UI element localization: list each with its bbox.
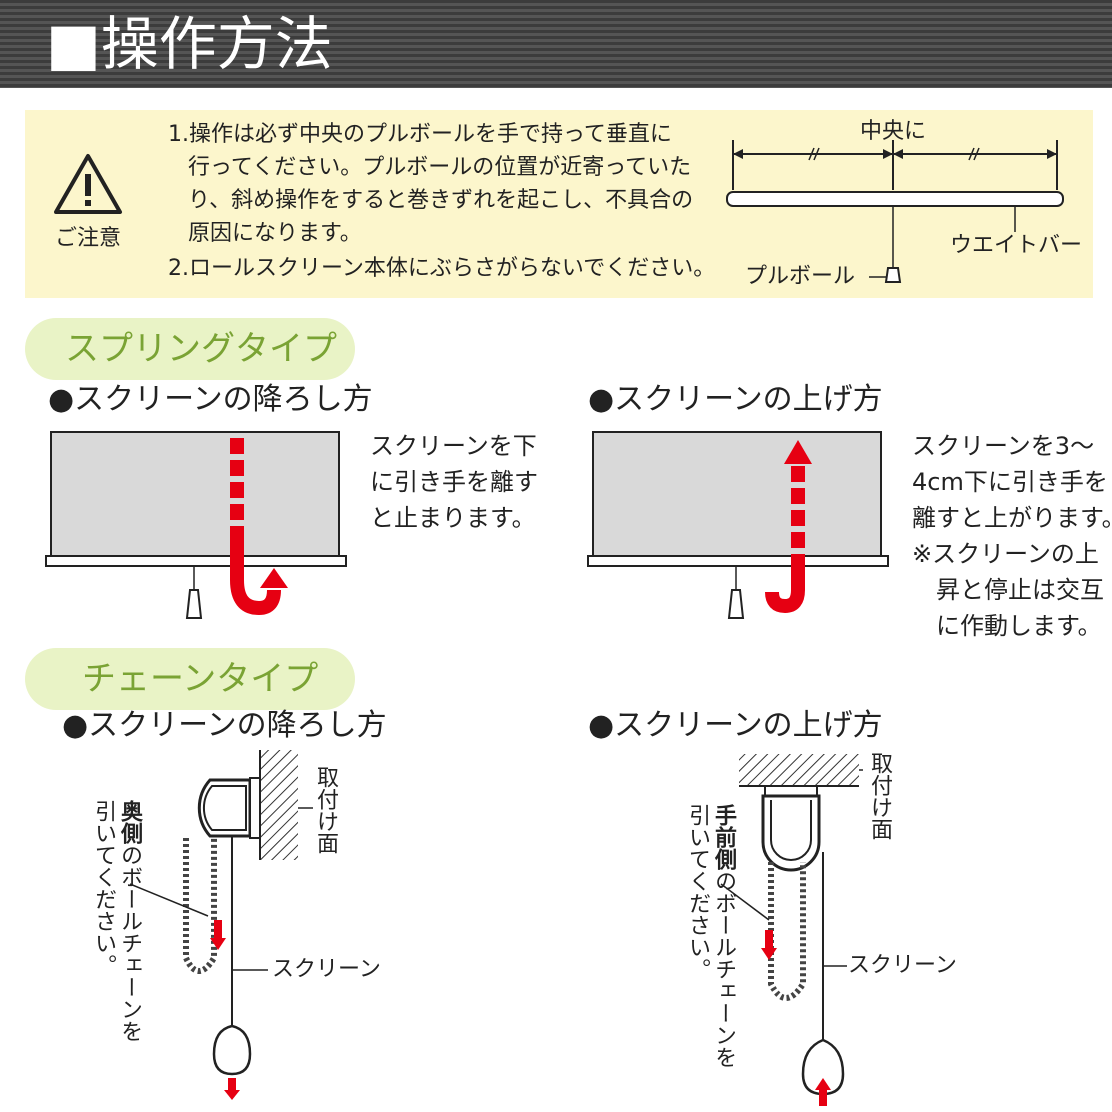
page-title: ■操作方法: [46, 10, 333, 78]
spring-raise-desc-4: ※スクリーンの上: [912, 540, 1099, 568]
spring-lower-desc-1: スクリーンを下: [370, 432, 537, 460]
spring-lower-desc-3: と止まります。: [370, 504, 536, 532]
chain-lower-instruction: 奥側のボールチェーンを引いてください。: [90, 800, 142, 1100]
spring-raise-desc-1: スクリーンを3～: [912, 432, 1095, 460]
chain-raise-diagram: [720, 754, 863, 1106]
chain-type-pill: [25, 648, 355, 710]
spring-raise-desc-2: 4cm下に引き手を: [912, 468, 1108, 496]
caution-label: ご注意: [54, 226, 121, 251]
chain-lower-instr-bold: 奥側: [117, 800, 142, 844]
caution-note-1d: 原因になります。: [188, 221, 362, 246]
spring-type-title: スプリングタイプ: [65, 329, 337, 369]
chain-lower-mount-label: 取付け面: [313, 766, 338, 854]
spring-type-pill: [25, 318, 355, 380]
chain-lower-screen-label: スクリーン: [272, 957, 381, 982]
chain-lower-diagram: [129, 750, 313, 1100]
caution-note-1b: 行ってください。プルボールの位置が近寄っていた: [188, 155, 692, 180]
caution-note-2: 2.ロールスクリーン本体にぶらさがらないでください。: [168, 256, 716, 281]
spring-raise-title: ●スクリーンの上げ方: [588, 382, 883, 417]
warning-icon: [54, 154, 122, 214]
weight-bar-diagram: [726, 140, 1064, 283]
spring-raise-diagram: [587, 431, 889, 619]
spring-lower-title: ●スクリーンの降ろし方: [48, 382, 373, 417]
chain-lower-instr-line2: 引いてください。: [91, 800, 116, 976]
chain-lower-instr-rest: のボールチェーンを: [117, 844, 142, 1042]
chain-raise-instr-bold: 手前側: [711, 804, 736, 870]
caution-note-1: 1.操作は必ず中央のプルボールを手で持って垂直に: [168, 122, 672, 147]
chain-type-title: チェーンタイプ: [82, 659, 319, 699]
caution-note-1c: り、斜め操作をすると巻きずれを起こし、不具合の: [188, 188, 694, 213]
chain-lower-title: ●スクリーンの降ろし方: [62, 708, 387, 743]
center-label: 中央に: [860, 119, 927, 144]
chain-raise-instr-rest: のボールチェーンを: [711, 870, 736, 1068]
spring-lower-desc-2: に引き手を離す: [370, 468, 538, 496]
chain-raise-instr-line2: 引いてください。: [685, 804, 710, 980]
spring-raise-desc-5: 昇と停止は交互: [936, 576, 1104, 604]
pull-ball-label: プルボール: [745, 264, 856, 289]
spring-raise-desc-6: に作動します。: [936, 612, 1102, 640]
chain-raise-mount-label: 取付け面: [867, 752, 892, 840]
spring-lower-diagram: [45, 431, 347, 619]
weight-bar-label: ウエイトバー: [950, 233, 1083, 258]
spring-raise-desc-3: 離すと上がります。: [912, 504, 1112, 532]
chain-raise-instruction: 手前側のボールチェーンを引いてください。: [684, 804, 736, 1104]
header-banner: [0, 0, 1112, 88]
chain-raise-title: ●スクリーンの上げ方: [588, 708, 883, 743]
chain-raise-screen-label: スクリーン: [848, 953, 957, 978]
